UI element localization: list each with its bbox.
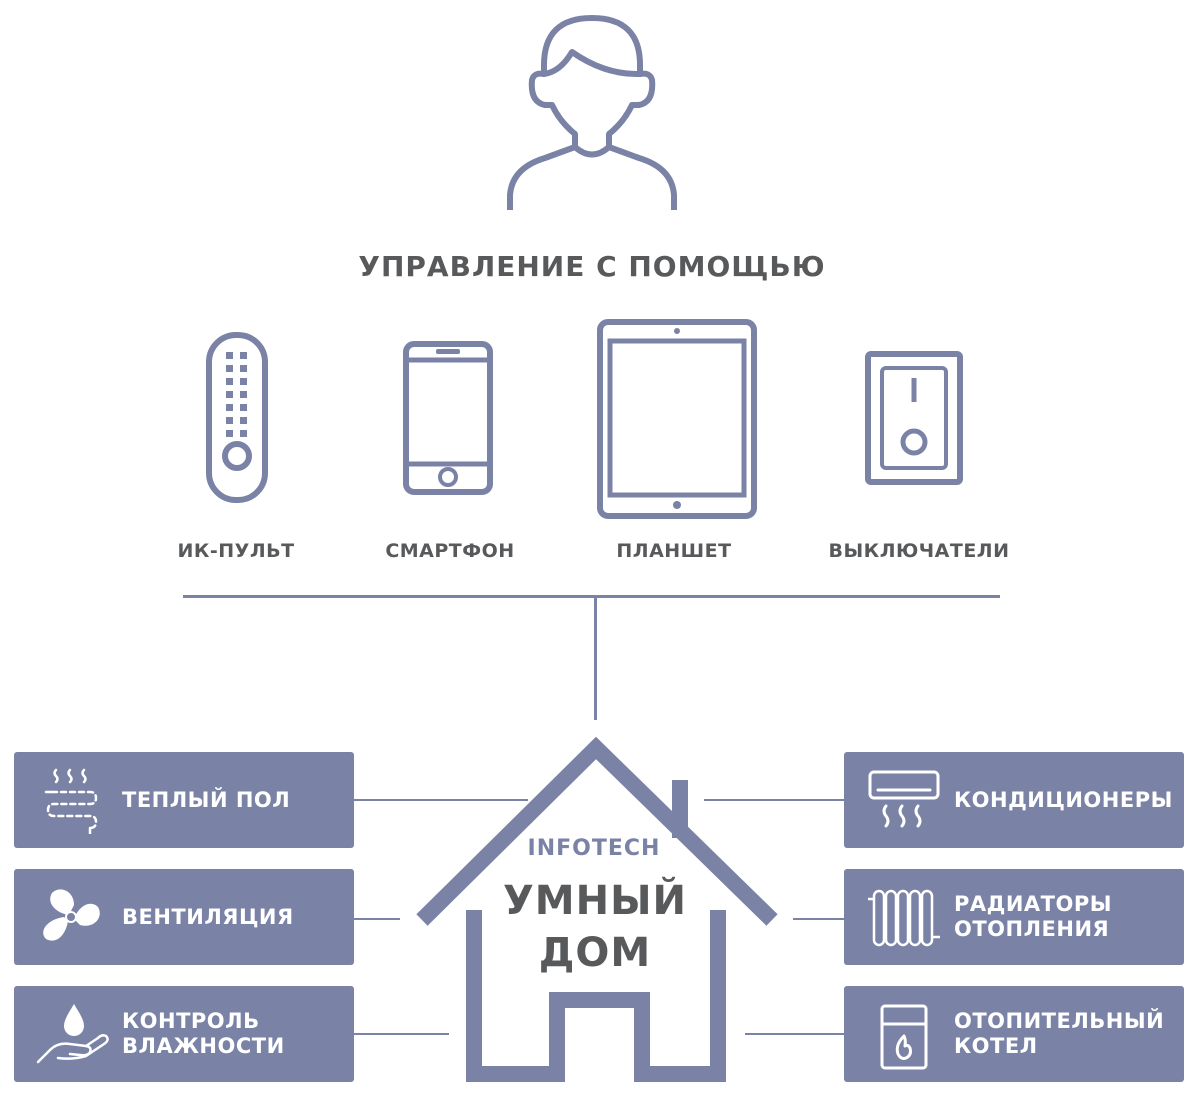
system-radiators-label-2: ОТОПЛЕНИЯ <box>954 917 1110 941</box>
connector-ac <box>704 799 844 801</box>
tablet-icon <box>597 319 757 519</box>
smartphone-icon <box>403 341 493 495</box>
house-brand: INFOTECH <box>527 836 661 861</box>
system-air-conditioners[interactable]: КОНДИЦИОНЕРЫ <box>844 752 1184 848</box>
system-ac-label: КОНДИЦИОНЕРЫ <box>954 787 1173 812</box>
system-ventilation[interactable]: ВЕНТИЛЯЦИЯ <box>14 869 354 965</box>
remote-icon <box>206 332 268 503</box>
floor-heating-icon <box>44 768 98 834</box>
air-conditioner-icon <box>868 770 940 828</box>
connector-humidity <box>354 1033 449 1035</box>
radiator-icon <box>868 889 940 947</box>
boiler-icon <box>880 1004 928 1070</box>
connector-boiler <box>745 1033 844 1035</box>
system-boiler-label-2: КОТЕЛ <box>954 1034 1038 1058</box>
device-label-switches: ВЫКЛЮЧАТЕЛИ <box>828 540 1010 562</box>
house-connector-line <box>594 596 597 720</box>
connector-radiators <box>793 918 844 920</box>
control-heading: УПРАВЛЕНИЕ С ПОМОЩЬЮ <box>358 250 826 283</box>
connector-ventilation <box>354 918 400 920</box>
system-boiler[interactable]: ОТОПИТЕЛЬНЫЙ КОТЕЛ <box>844 986 1184 1082</box>
system-humidity-label-2: ВЛАЖНОСТИ <box>122 1034 285 1058</box>
device-label-tablet: ПЛАНШЕТ <box>616 540 732 562</box>
system-ventilation-label: ВЕНТИЛЯЦИЯ <box>122 904 294 929</box>
house-title-line2: ДОМ <box>538 930 652 976</box>
devices-bus-line <box>183 595 1000 598</box>
device-label-remote: ИК-ПУЛЬТ <box>177 540 295 562</box>
house-icon <box>416 736 778 1082</box>
system-humidity-label-1: КОНТРОЛЬ <box>122 1009 260 1033</box>
system-humidity[interactable]: КОНТРОЛЬ ВЛАЖНОСТИ <box>14 986 354 1082</box>
house-title-line1: УМНЫЙ <box>502 878 688 924</box>
user-icon <box>507 15 677 210</box>
fan-icon <box>43 889 100 941</box>
connector-floor-heating <box>354 799 528 801</box>
house-title: УМНЫЙ ДОМ <box>470 875 720 979</box>
system-boiler-label-1: ОТОПИТЕЛЬНЫЙ <box>954 1009 1165 1033</box>
system-floor-heating[interactable]: ТЕПЛЫЙ ПОЛ <box>14 752 354 848</box>
system-floor-heating-label: ТЕПЛЫЙ ПОЛ <box>122 787 291 812</box>
humidity-icon <box>36 1004 109 1064</box>
switch-icon <box>865 351 963 485</box>
device-label-smartphone: СМАРТФОН <box>385 540 515 562</box>
system-radiators[interactable]: РАДИАТОРЫ ОТОПЛЕНИЯ <box>844 869 1184 965</box>
system-radiators-label-1: РАДИАТОРЫ <box>954 892 1113 916</box>
